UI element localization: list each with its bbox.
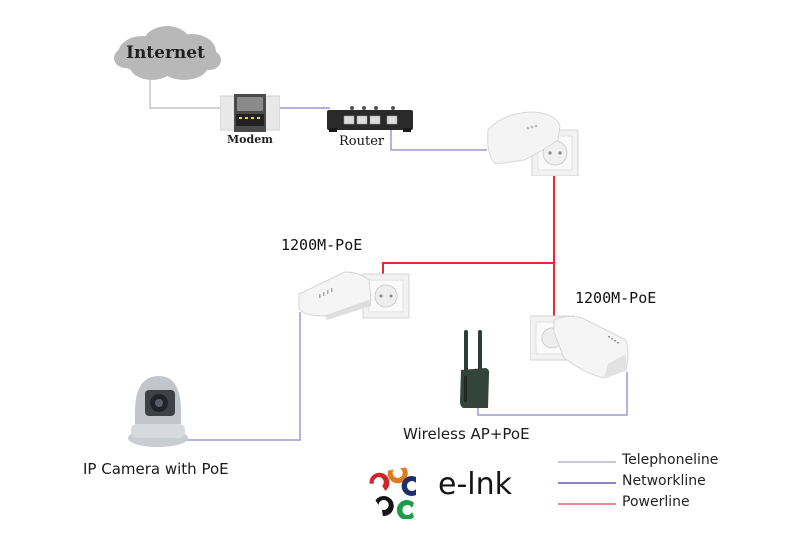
powerline-right-label: 1200M-PoE [575, 289, 657, 307]
modem-icon [219, 94, 281, 132]
wireless-ap-icon [460, 330, 490, 408]
internet-node: Internet [112, 22, 222, 84]
modem-label: Modem [227, 133, 273, 146]
brand-logo: e-lnk [362, 455, 532, 519]
line-poe-camera [185, 312, 301, 441]
poe-adapter-icon [298, 271, 410, 320]
ip-camera-label: IP Camera with PoE [83, 460, 229, 478]
ip-camera-icon [128, 376, 188, 447]
wireless-ap-label: Wireless AP+PoE [403, 425, 530, 443]
legend-item-networkline: Networkline [558, 472, 758, 492]
e-lnk-logo-icon [369, 467, 416, 519]
ip-camera-node [125, 372, 191, 448]
legend-label-telephoneline: Telephoneline [622, 452, 719, 468]
powerline-main-node [484, 104, 584, 177]
line-router-powerline [390, 128, 487, 151]
brand-name: e-lnk [438, 467, 513, 502]
powerline-adapter-icon [487, 111, 579, 177]
cloud-icon [114, 26, 221, 80]
legend-label-powerline: Powerline [622, 494, 690, 510]
powerline-branch-left [382, 262, 554, 276]
router-icon [327, 106, 413, 132]
router-label: Router [339, 134, 385, 149]
legend-item-powerline: Powerline [558, 493, 758, 513]
modem-node [219, 94, 281, 134]
legend-swatch-powerline [558, 503, 616, 505]
powerline-left-node [297, 270, 413, 320]
legend-swatch-networkline [558, 482, 616, 484]
wireless-ap-node [458, 330, 492, 410]
legend-item-telephoneline: Telephoneline [558, 451, 758, 471]
legend-label-networkline: Networkline [622, 473, 706, 489]
router-node [327, 104, 413, 134]
powerline-right-node [529, 314, 630, 380]
poe-adapter-icon [529, 315, 629, 379]
powerline-left-label: 1200M-PoE [281, 236, 363, 254]
legend-swatch-telephoneline [558, 461, 616, 463]
legend: Telephoneline Networkline Powerline [558, 451, 758, 517]
internet-label: Internet [126, 43, 205, 63]
line-internet-modem [149, 78, 222, 109]
line-poe-ap [477, 372, 628, 416]
